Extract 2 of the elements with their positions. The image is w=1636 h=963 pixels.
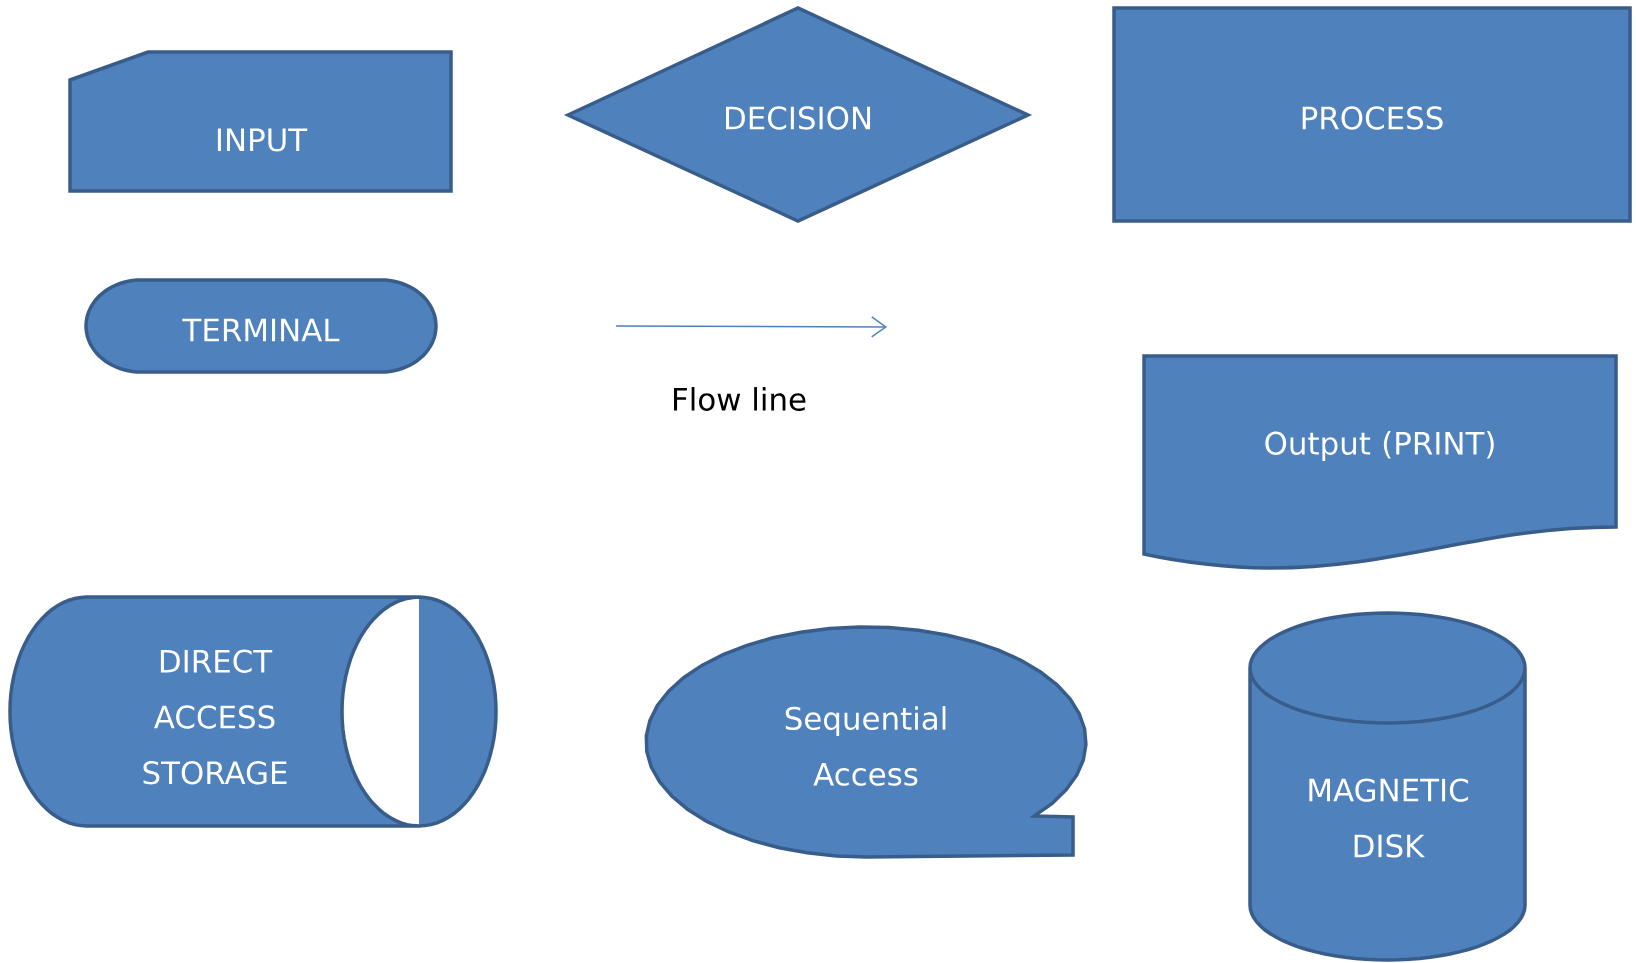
symbol-label: Flow line: [674, 387, 806, 411]
process-box: PROCESS: [1112, 6, 1632, 223]
